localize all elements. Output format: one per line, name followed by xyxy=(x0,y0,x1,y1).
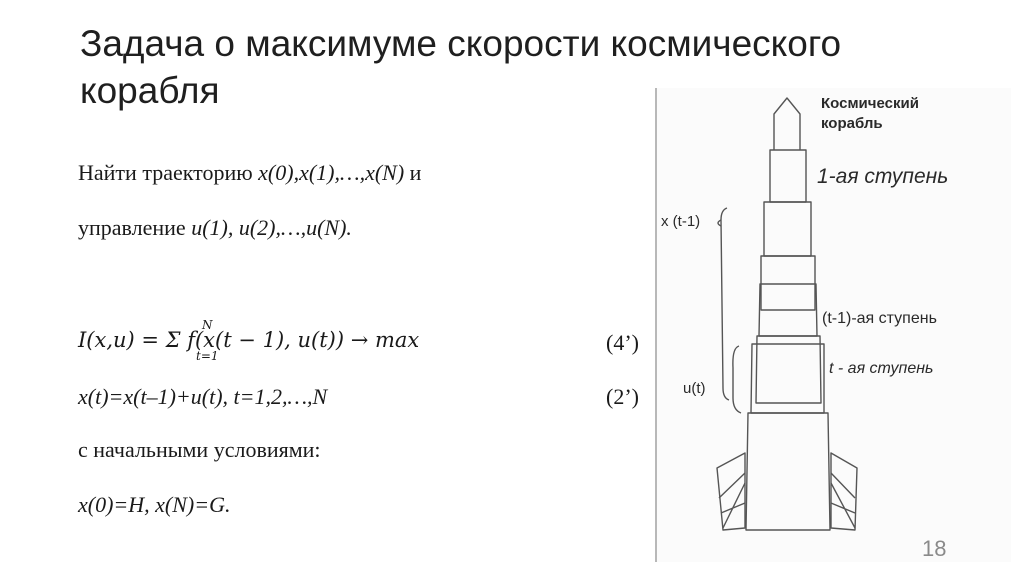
label-x-prev: x (t-1) xyxy=(661,213,701,230)
boundary-conditions-text: x(0)=H, x(N)=G. xyxy=(78,492,231,517)
page-number: 18 xyxy=(922,536,947,561)
brace-u xyxy=(732,345,742,414)
initial-conditions-label: с начальными условиями: xyxy=(78,437,321,463)
control-prefix: управление xyxy=(78,215,192,240)
dynamics-equation-text: x(t)=x(t–1)+u(t), t=1,2,…,N xyxy=(78,384,328,409)
label-u: u(t) xyxy=(683,380,706,397)
boundary-conditions: x(0)=H, x(N)=G. xyxy=(78,492,230,518)
ship-stage-1 xyxy=(769,149,807,203)
spaceship-drawing xyxy=(716,97,858,531)
objective-equation-tag: (4’) xyxy=(606,330,639,355)
trajectory-sequence: x(0),x(1),…,x(N) xyxy=(258,160,405,185)
find-trajectory-line: Найти траекторию x(0),x(1),…,x(N) и xyxy=(78,160,421,186)
dynamics-equation: x(t)=x(t–1)+u(t), t=1,2,…,N xyxy=(78,384,327,410)
spaceship-figure: Космический корабль 1-ая ступень x (t-1)… xyxy=(655,88,1011,562)
ship-leg-left xyxy=(716,452,746,531)
find-prefix: Найти траекторию xyxy=(78,160,259,185)
ship-stage-3 xyxy=(760,255,816,311)
figure-title-line-1: Космический xyxy=(821,95,919,112)
figure-title: Космический корабль xyxy=(821,94,919,134)
figure-title-line-2: корабль xyxy=(821,115,883,132)
label-stage-t: t - ая ступень xyxy=(829,360,934,377)
control-sequence: u(1), u(2),…,u(N). xyxy=(191,215,352,240)
ship-nose xyxy=(773,97,801,150)
dynamics-equation-tag: (2’) xyxy=(606,384,639,409)
initial-conditions-text: с начальными условиями: xyxy=(78,437,321,462)
slide-title-line-1: Задача о максимуме скорости космического xyxy=(80,23,842,64)
ship-stage-2 xyxy=(763,201,812,257)
sum-lower-limit: t=1 xyxy=(196,349,219,363)
slide-title: Задача о максимуме скорости космического… xyxy=(80,20,980,114)
label-stage-prev: (t-1)-ая ступень xyxy=(822,310,937,327)
objective-formula-text: I(x,u) = Σ f(x(t − 1), u(t)) → max xyxy=(78,328,420,352)
control-line: управление u(1), u(2),…,u(N). xyxy=(78,215,352,241)
label-stage-1: 1-ая ступень xyxy=(817,165,949,188)
objective-formula: I(x,u) = Σ f(x(t − 1), u(t)) → max xyxy=(78,328,419,352)
ship-stage-prev xyxy=(755,335,822,404)
find-and: и xyxy=(404,160,422,185)
sum-upper-limit: N xyxy=(202,318,213,332)
ship-stage-base xyxy=(745,412,831,531)
slide-title-line-2: корабля xyxy=(80,70,220,111)
brace-x xyxy=(720,207,730,401)
